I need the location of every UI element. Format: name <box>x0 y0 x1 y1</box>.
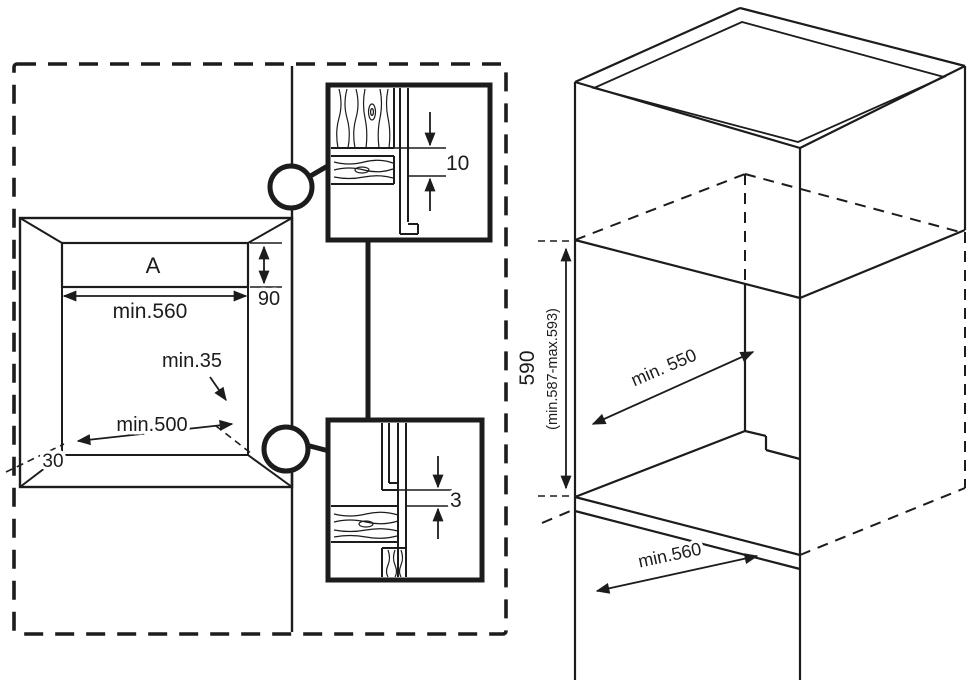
cabinet-isometric-figure: 590 (min.587-max.593) min. 550 min.560 <box>513 6 967 680</box>
vent-area-label: A <box>146 253 161 278</box>
vent-strip <box>60 241 250 289</box>
hidden-edges <box>541 173 966 556</box>
magnifier-circle-icon <box>267 163 315 211</box>
oven-frame-profile <box>399 88 419 235</box>
dim-niche-height-label: 590 <box>516 350 539 385</box>
dim-niche-depth-label: min. 550 <box>628 345 699 390</box>
wood-board-horizontal <box>331 155 395 185</box>
oven-door-profile <box>381 423 398 491</box>
cabinet-outline <box>573 6 967 680</box>
detail-top-gap: 10 <box>325 82 493 243</box>
dim-front-strip-label: 30 <box>42 451 63 472</box>
dim-top-gap: 10 <box>394 112 473 211</box>
dim-vent-height-label: 90 <box>258 288 280 310</box>
dim-niche-height-range-label: (min.587-max.593) <box>545 308 561 430</box>
dim-floor-depth: min.500 <box>76 411 234 446</box>
worktop-inset-edge <box>591 21 947 143</box>
dashed-boundary-box <box>12 62 508 636</box>
callout-circle-bottom <box>261 424 330 474</box>
niche-interior <box>574 284 801 499</box>
dim-niche-height: 590 (min.587-max.593) <box>513 240 577 497</box>
wood-plank-vertical <box>331 88 395 149</box>
dim-cabinet-depth: min.560 <box>595 535 759 594</box>
magnifier-circle-icon <box>261 424 311 474</box>
left-installation-figure: A 90 min.560 min.35 min.500 <box>5 62 508 636</box>
dim-vent-height: 90 <box>250 242 284 314</box>
detail-bottom-gap: 3 <box>325 417 485 583</box>
dim-rear-clearance: min.35 <box>158 347 227 402</box>
cabinet-panel-profile <box>397 423 407 577</box>
dim-bottom-gap: 3 <box>398 456 465 539</box>
hidden-floor-edge-left <box>5 443 65 473</box>
dim-niche-width-label: min.560 <box>113 300 188 323</box>
dim-floor-depth-label: min.500 <box>116 414 187 436</box>
dim-cabinet-depth-label: min.560 <box>636 539 703 572</box>
hidden-floor-edge-right <box>215 425 253 455</box>
niche-front-view: A 90 min.560 min.35 min.500 <box>5 216 294 489</box>
dim-top-gap-label: 10 <box>446 152 469 175</box>
dim-niche-width: min.560 <box>62 290 248 327</box>
callout-circle-top <box>267 161 333 211</box>
dim-bottom-gap-label: 3 <box>450 489 462 512</box>
dim-niche-depth: min. 550 <box>591 341 755 425</box>
wood-shelf-horizontal <box>331 505 399 543</box>
wood-plank-lower <box>381 547 406 578</box>
dim-rear-clearance-label: min.35 <box>162 350 222 372</box>
